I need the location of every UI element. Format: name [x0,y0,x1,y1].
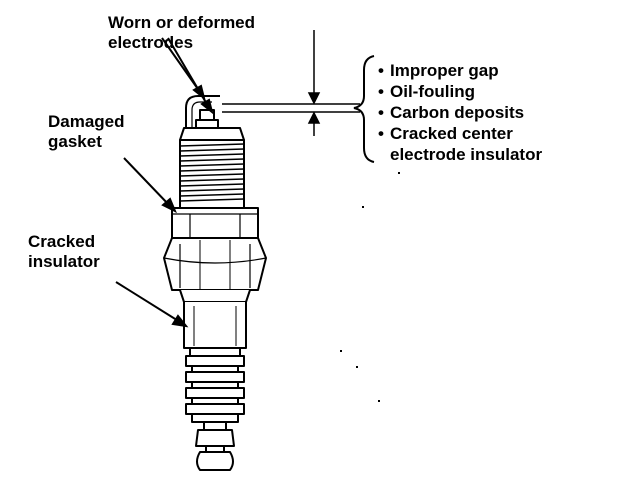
label-gasket-line2: gasket [48,132,102,151]
symptom-list: • Improper gap • Oil-fouling • Carbon depos… [378,60,542,165]
scan-specks [340,172,400,402]
symptom-item: • Carbon deposits [378,102,542,123]
terminal-nut [195,429,235,447]
symptom-text-continuation: electrode insulator [390,145,543,164]
insulator-ribs [185,347,245,423]
bullet-icon: • [378,61,384,80]
label-insulator-line1: Cracked [28,232,96,251]
gasket-ring [171,207,259,239]
symptom-item: • Cracked center electrode insulator [378,123,542,165]
symptom-text: Cracked center [390,124,513,143]
bullet-icon: • [378,124,384,143]
label-electrodes: Worn or deformed electrodes [108,13,255,53]
bullet-icon: • [378,103,384,122]
insulator-body [183,302,247,349]
bullet-icon: • [378,82,384,101]
label-electrodes-line1: Worn or deformed [108,13,256,32]
hex-nut [163,237,267,291]
ground-electrode [185,95,220,128]
label-insulator-line2: insulator [28,252,100,271]
symptom-text: Carbon deposits [390,103,525,122]
thread-lines [179,143,245,202]
terminal-cap [196,451,234,471]
gap-dimension [222,30,360,136]
label-insulator: Cracked insulator [28,232,100,272]
symptom-text: Improper gap [390,61,499,80]
symptom-item: • Oil-fouling [378,81,542,102]
label-gasket-line1: Damaged [48,112,125,131]
symptom-item: • Improper gap [378,60,542,81]
terminal-stem [203,421,227,431]
symptom-text: Oil-fouling [390,82,475,101]
label-electrodes-line2: electrodes [108,33,194,52]
symptom-brace [353,55,375,163]
leader-lines [115,37,214,328]
label-gasket: Damaged gasket [48,112,125,152]
